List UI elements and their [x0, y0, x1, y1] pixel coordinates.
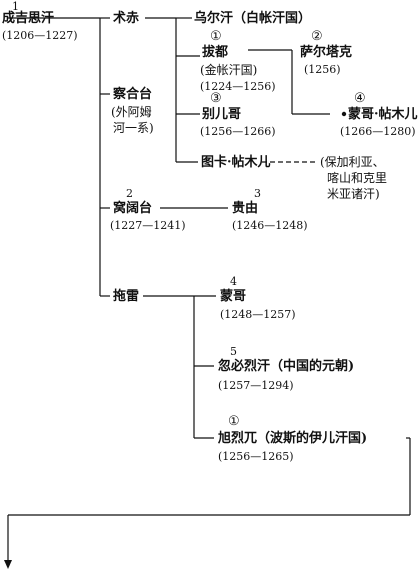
chagatai-subtitle-line1: (外阿姆 [111, 105, 152, 119]
batu-subtitle: (金帐汗国) [200, 63, 258, 77]
genghis-dates: (1206—1227) [2, 29, 78, 42]
chagatai-subtitle-line2: 河一系) [113, 121, 154, 135]
batu-circle-number: ① [210, 29, 222, 44]
mongke-temur-name: 蒙哥·帖木儿 [348, 107, 418, 122]
guyuk-number: 3 [254, 187, 261, 200]
hulagu-name: 旭烈兀（波斯的伊儿汗国) [218, 431, 368, 446]
mongke-temur-circle-number: ④ [354, 91, 366, 106]
tuqa-temur-note-line1: (保加利亚、 [320, 155, 385, 169]
berke-circle-number: ③ [210, 91, 222, 106]
sartaq-name: 萨尔塔克 [300, 45, 353, 60]
berke-dates: (1256—1266) [200, 125, 276, 138]
ogedei-number: 2 [126, 187, 133, 200]
genghis-name: 成吉思汗 [2, 11, 55, 26]
jochi-name: 术赤 [113, 11, 140, 26]
sartaq-circle-number: ② [311, 29, 323, 44]
arrow-head [4, 560, 12, 569]
berke-name: 别儿哥 [202, 107, 242, 122]
ogedei-name: 窝阔台 [113, 201, 153, 216]
orda-name: 乌尔汗（白帐汗国） [194, 11, 312, 26]
tolui-name: 拖雷 [113, 289, 140, 304]
ogedei-dates: (1227—1241) [110, 219, 186, 232]
batu-name: 拔都 [202, 45, 229, 60]
hulagu-dates: (1256—1265) [218, 450, 294, 463]
guyuk-name: 贵由 [232, 201, 259, 216]
batu-dates: (1224—1256) [200, 80, 276, 93]
kublai-name: 忽必烈汗（中国的元朝) [218, 359, 355, 374]
tuqa-temur-note-line3: 米亚诸汗) [327, 187, 380, 201]
mongke-dates: (1248—1257) [220, 308, 296, 321]
mongke-number: 4 [230, 275, 237, 288]
junction-dot [341, 111, 347, 117]
chagatai-name: 察合台 [113, 87, 153, 102]
mongke-name: 蒙哥 [220, 289, 247, 304]
tuqa-temur-name: 图卡·帖木儿 [201, 155, 271, 170]
mongke-temur-dates: (1266—1280) [340, 125, 416, 138]
kublai-dates: (1257—1294) [218, 379, 294, 392]
genghis-number: 1 [12, 0, 19, 13]
kublai-number: 5 [230, 345, 237, 358]
guyuk-dates: (1246—1248) [232, 219, 308, 232]
hulagu-circle-number: ① [228, 414, 240, 429]
sartaq-dates: (1256) [304, 63, 341, 76]
tuqa-temur-note-line2: 喀山和克里 [327, 171, 388, 185]
